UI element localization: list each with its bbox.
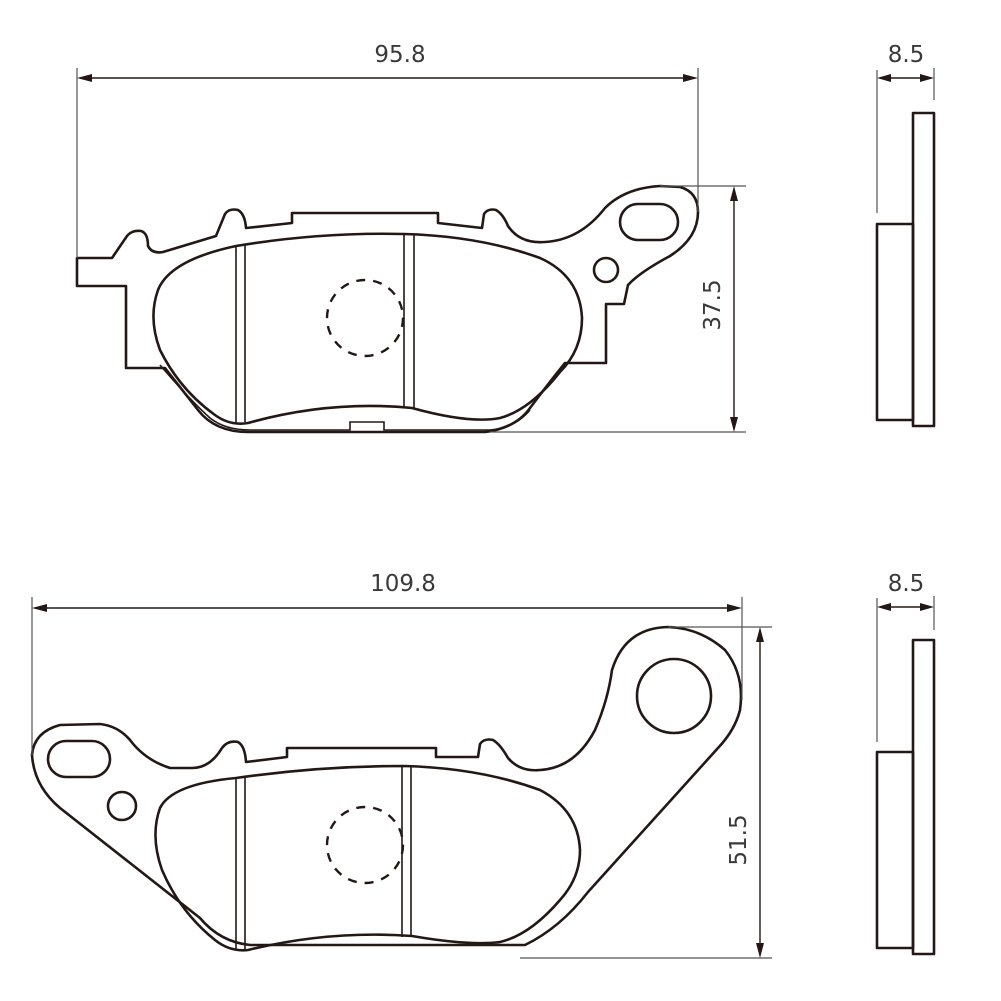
bottom-pad-side-view: 8.5 bbox=[875, 571, 936, 956]
top-pad-height-dimension: 37.5 bbox=[490, 185, 746, 433]
top-pad-mounting-slot bbox=[618, 202, 680, 242]
bottom-pad-side-backing-plate bbox=[911, 638, 936, 956]
top-pad-side-friction-material bbox=[875, 222, 915, 422]
top-pad-friction-material bbox=[152, 232, 584, 425]
bottom-pad-backing-plate bbox=[30, 625, 743, 947]
bottom-pad-thickness-label: 8.5 bbox=[888, 571, 925, 597]
bottom-pad-wear-indicator-circle bbox=[325, 805, 405, 885]
bottom-pad-mounting-slot bbox=[46, 739, 112, 779]
bottom-pad-width-label: 109.8 bbox=[370, 571, 436, 597]
bottom-pad-side-friction-material bbox=[875, 750, 915, 950]
top-pad-pin-hole bbox=[592, 256, 620, 284]
bottom-pad-pin-hole bbox=[106, 790, 138, 822]
bottom-pad-width-dimension: 109.8 bbox=[31, 571, 743, 755]
top-pad-wear-indicator-circle bbox=[325, 278, 405, 358]
top-pad-width-label: 95.8 bbox=[374, 42, 425, 68]
top-pad-side-backing-plate bbox=[911, 111, 936, 428]
bottom-pad-friction-material bbox=[154, 764, 582, 952]
bottom-pad-height-dimension: 51.5 bbox=[520, 626, 772, 959]
top-pad-thickness-label: 8.5 bbox=[888, 42, 925, 68]
top-pad-width-dimension: 95.8 bbox=[76, 42, 699, 258]
bottom-pad-front-view bbox=[30, 625, 743, 952]
top-pad-backing-plate bbox=[75, 184, 700, 434]
bottom-pad-height-label: 51.5 bbox=[726, 814, 752, 865]
top-pad-front-view bbox=[75, 184, 700, 434]
top-pad-height-label: 37.5 bbox=[700, 279, 726, 330]
top-pad-inner-edge bbox=[159, 364, 531, 431]
bottom-pad-mounting-hole bbox=[635, 657, 713, 735]
top-pad-side-view: 8.5 bbox=[875, 42, 936, 428]
